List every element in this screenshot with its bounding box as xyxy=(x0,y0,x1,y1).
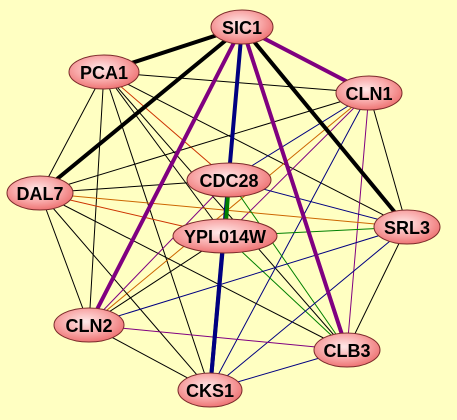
edge-srl3-cks1 xyxy=(209,226,408,391)
node-ellipse[interactable] xyxy=(313,332,381,368)
edge-cln1-cks1 xyxy=(209,92,370,391)
edge-cdc28-clb3 xyxy=(228,179,348,351)
edge-dal7-srl3 xyxy=(39,192,408,228)
node-cln2[interactable]: CLN2 xyxy=(53,307,125,343)
edge-ypl014w-clb3 xyxy=(224,235,348,351)
node-ellipse[interactable] xyxy=(172,218,278,254)
node-pca1[interactable]: PCA1 xyxy=(68,54,140,90)
node-ellipse[interactable] xyxy=(68,54,140,90)
edge-pca1-dal7 xyxy=(39,71,105,194)
edge-sic1-clb3 xyxy=(240,25,349,352)
edge-cln1-dal7 xyxy=(39,92,370,194)
edge-cln1-clb3 xyxy=(346,92,370,351)
edge-sic1-srl3 xyxy=(240,25,409,229)
edge-dal7-cks1 xyxy=(39,192,211,391)
edge-dal7-clb3 xyxy=(39,192,348,351)
node-srl3[interactable]: SRL3 xyxy=(373,209,441,245)
node-ellipse[interactable] xyxy=(335,75,403,111)
edge-cln2-clb3 xyxy=(88,324,348,351)
node-ellipse[interactable] xyxy=(210,9,274,45)
node-ellipse[interactable] xyxy=(6,175,74,211)
node-ellipse[interactable] xyxy=(53,307,125,343)
edge-pca1-cdc28 xyxy=(103,71,230,181)
node-ellipse[interactable] xyxy=(373,209,441,245)
node-ypl014w[interactable]: YPL014W xyxy=(172,218,278,254)
node-ellipse[interactable] xyxy=(177,372,243,408)
edge-srl3-cln2 xyxy=(88,226,408,326)
node-ellipse[interactable] xyxy=(186,162,272,198)
edge-cdc28-cln2 xyxy=(88,179,230,326)
edge-sic1-cln2 xyxy=(87,25,244,327)
node-sic1[interactable]: SIC1 xyxy=(210,9,274,45)
edge-sic1-dal7 xyxy=(38,25,244,195)
node-dal7[interactable]: DAL7 xyxy=(6,175,74,211)
node-cks1[interactable]: CKS1 xyxy=(177,372,243,408)
edge-cln1-srl3 xyxy=(368,92,408,228)
edge-dal7-cln2 xyxy=(39,192,90,326)
edge-cln1-cln2 xyxy=(88,92,370,326)
node-clb3[interactable]: CLB3 xyxy=(313,332,381,368)
edge-srl3-clb3 xyxy=(346,226,408,351)
node-cdc28[interactable]: CDC28 xyxy=(186,162,272,198)
node-cln1[interactable]: CLN1 xyxy=(335,75,403,111)
